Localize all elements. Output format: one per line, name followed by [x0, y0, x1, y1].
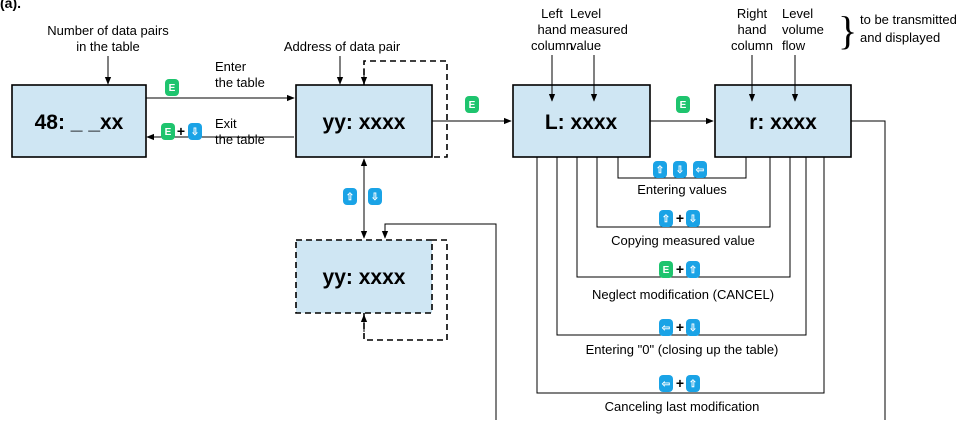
address-copy-display: yy: xxxx — [295, 239, 433, 314]
svg-text:measured: measured — [570, 22, 628, 37]
action-entering-zero: Entering "0" (closing up the table) — [586, 342, 779, 357]
svg-text:volume: volume — [782, 22, 824, 37]
svg-text:hand: hand — [738, 22, 767, 37]
left-arrow-key-icon: ⇦ — [693, 161, 707, 178]
svg-text:hand: hand — [538, 22, 567, 37]
svg-text:the table: the table — [215, 75, 265, 90]
svg-text:Number of data pairs: Number of data pairs — [47, 23, 169, 38]
brace-glyph: } — [838, 8, 857, 53]
svg-text:E: E — [680, 100, 687, 111]
svg-text:value: value — [570, 38, 601, 53]
svg-text:Left: Left — [541, 6, 563, 21]
address-display: yy: xxxx — [295, 84, 433, 158]
plus-sign: + — [177, 123, 185, 139]
address-copy-display-text: yy: xxxx — [323, 266, 406, 289]
left-arrow-key-icon: ⇦ — [659, 375, 673, 392]
down-arrow-key-icon: ⇩ — [686, 210, 700, 227]
action-neglect-modification: Neglect modification (CANCEL) — [592, 287, 774, 302]
enter-key-icon: E — [676, 96, 690, 113]
down-arrow-key-icon: ⇩ — [188, 123, 202, 140]
svg-text:⇧: ⇧ — [662, 214, 670, 225]
svg-text:E: E — [169, 83, 176, 94]
svg-text:⇩: ⇩ — [191, 127, 199, 138]
svg-text:E: E — [663, 265, 670, 276]
enter-key-icon: E — [659, 261, 673, 278]
svg-text:Exit: Exit — [215, 116, 237, 131]
level-volume-label: Level volume flow — [782, 6, 824, 53]
svg-text:E: E — [165, 127, 172, 138]
svg-text:E: E — [469, 100, 476, 111]
plus-sign: + — [676, 319, 684, 335]
counter-display: 48: _ _xx — [11, 84, 147, 158]
down-arrow-key-icon: ⇩ — [686, 319, 700, 336]
svg-text:Level: Level — [570, 6, 601, 21]
exit-table-label: Exit the table — [215, 116, 265, 147]
up-arrow-key-icon: ⇧ — [343, 188, 357, 205]
svg-text:flow: flow — [782, 38, 806, 53]
enter-table-label: Enter the table — [215, 59, 265, 90]
svg-text:Right: Right — [737, 6, 768, 21]
svg-text:to be transmitted: to be transmitted — [860, 12, 957, 27]
svg-text:Enter: Enter — [215, 59, 247, 74]
action-entering-values: Entering values — [637, 182, 727, 197]
action-canceling-last: Canceling last modification — [605, 399, 760, 414]
svg-text:⇧: ⇧ — [656, 165, 664, 176]
fragment-text: (a). — [0, 0, 21, 11]
left-column-display: L: xxxx — [512, 84, 651, 158]
up-arrow-key-icon: ⇧ — [686, 375, 700, 392]
right-column-display-text: r: xxxx — [749, 111, 817, 134]
enter-key-icon: E — [165, 79, 179, 96]
svg-text:⇩: ⇩ — [689, 323, 697, 334]
svg-text:the table: the table — [215, 132, 265, 147]
plus-sign: + — [676, 261, 684, 277]
number-of-pairs-label: Number of data pairs in the table — [47, 23, 169, 54]
svg-text:⇧: ⇧ — [689, 265, 697, 276]
svg-text:and displayed: and displayed — [860, 30, 940, 45]
plus-sign: + — [676, 375, 684, 391]
counter-display-text: 48: _ _xx — [35, 111, 124, 134]
svg-text:⇦: ⇦ — [661, 323, 671, 334]
right-hand-column-label: Right hand column — [731, 6, 773, 53]
transmitted-label: to be transmitted and displayed — [860, 12, 957, 45]
down-arrow-key-icon: ⇩ — [368, 188, 382, 205]
down-arrow-key-icon: ⇩ — [673, 161, 687, 178]
svg-text:column: column — [531, 38, 573, 53]
level-measured-label: Level measured value — [570, 6, 628, 53]
left-arrow-key-icon: ⇦ — [659, 319, 673, 336]
address-display-text: yy: xxxx — [323, 111, 406, 134]
svg-text:⇩: ⇩ — [676, 165, 684, 176]
up-arrow-key-icon: ⇧ — [686, 261, 700, 278]
left-column-display-text: L: xxxx — [545, 111, 618, 134]
svg-text:⇦: ⇦ — [661, 379, 671, 390]
svg-text:Level: Level — [782, 6, 813, 21]
svg-text:⇧: ⇧ — [689, 379, 697, 390]
up-arrow-key-icon: ⇧ — [659, 210, 673, 227]
right-column-display: r: xxxx — [714, 84, 852, 158]
svg-text:in the table: in the table — [76, 39, 140, 54]
plus-sign: + — [676, 210, 684, 226]
svg-text:⇦: ⇦ — [695, 165, 705, 176]
svg-text:column: column — [731, 38, 773, 53]
svg-text:⇩: ⇩ — [371, 192, 379, 203]
svg-text:⇧: ⇧ — [346, 192, 354, 203]
enter-key-icon: E — [161, 123, 175, 140]
action-copying-measured: Copying measured value — [611, 233, 755, 248]
address-pair-label: Address of data pair — [284, 39, 401, 54]
svg-text:⇩: ⇩ — [689, 214, 697, 225]
enter-key-icon: E — [465, 96, 479, 113]
left-hand-column-label: Left hand column — [531, 6, 573, 53]
up-arrow-key-icon: ⇧ — [653, 161, 667, 178]
